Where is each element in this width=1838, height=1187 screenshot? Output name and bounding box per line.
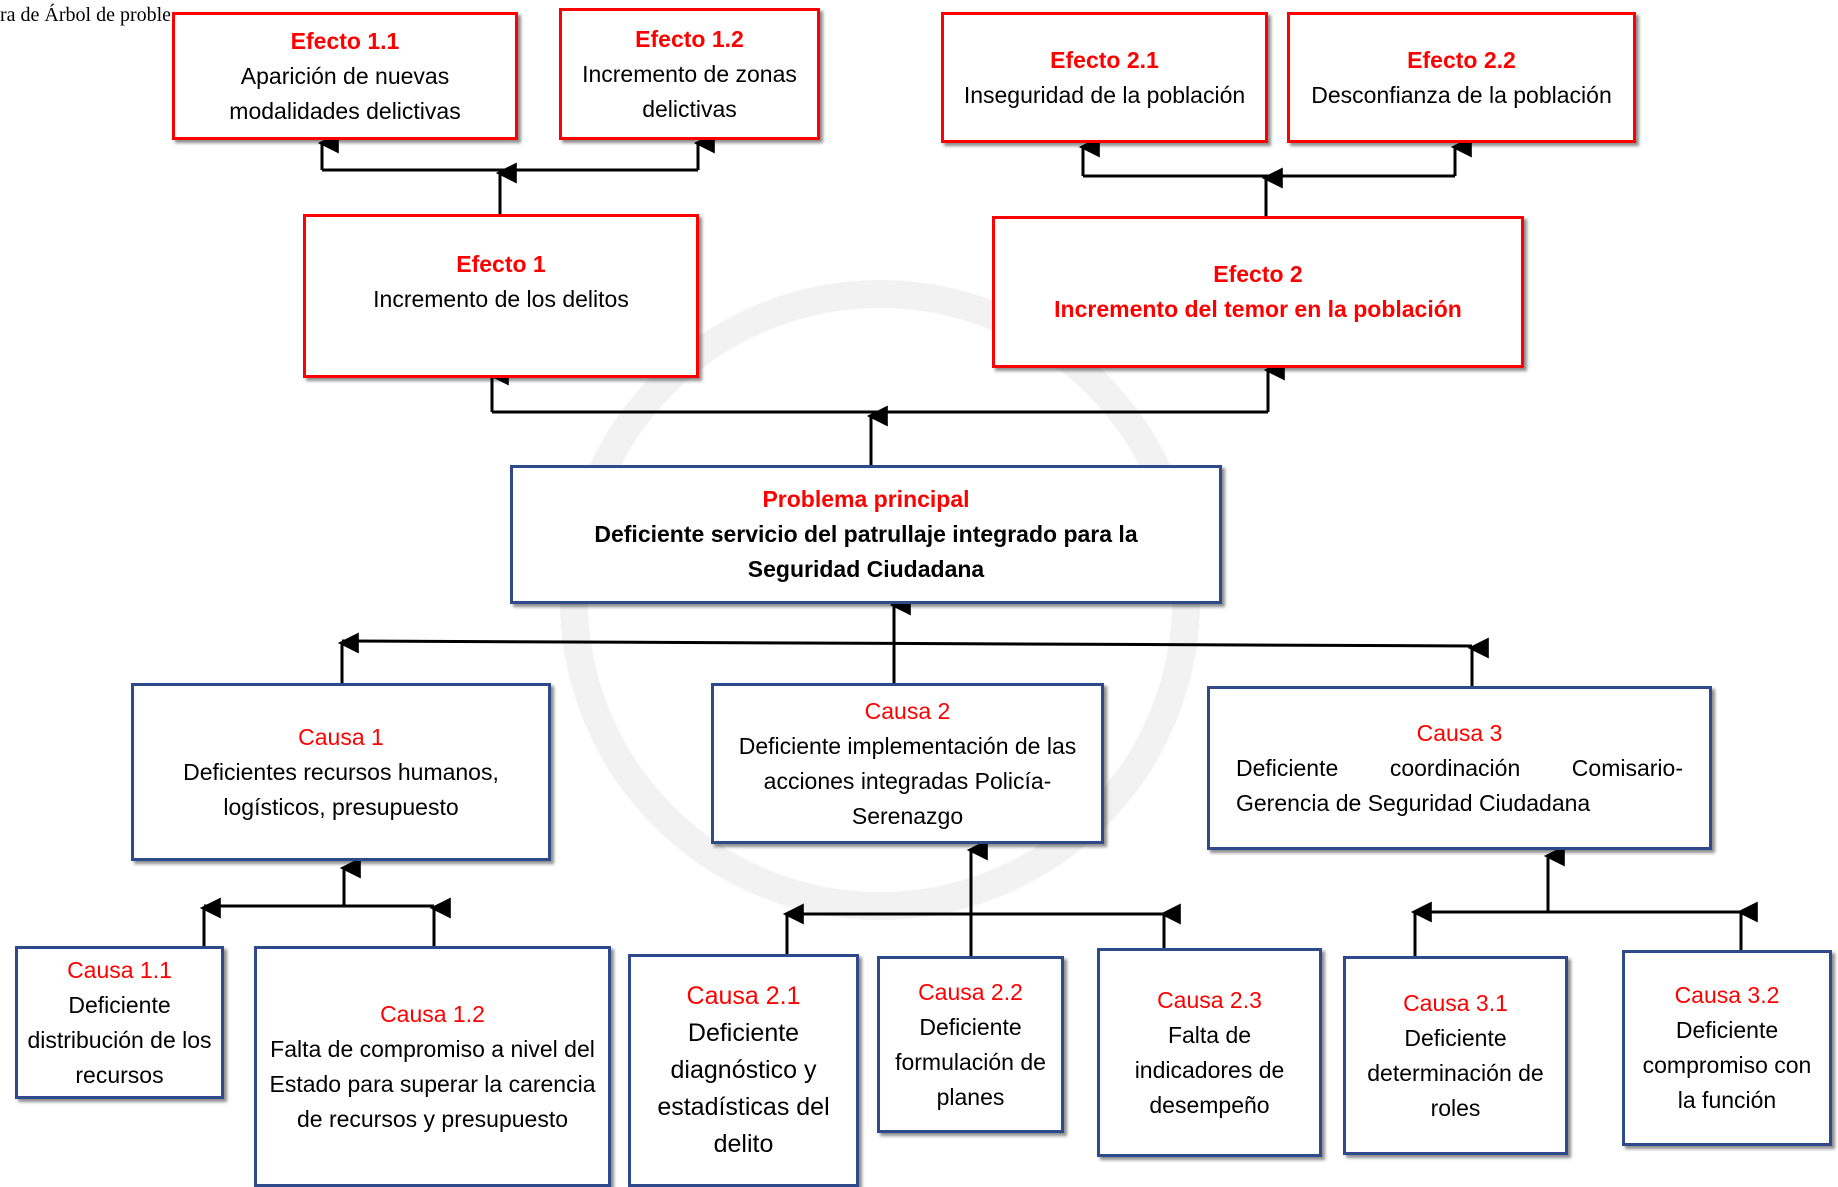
cause-1-2-box: Causa 1.2 Falta de compromiso a nivel de… [254, 946, 611, 1187]
cause-2-2-box: Causa 2.2 Deficiente formulación de plan… [877, 956, 1064, 1133]
effect-1-2-text: Incremento de zonas delictivas [582, 60, 797, 122]
effect-2-2-text: Desconfianza de la población [1311, 81, 1612, 108]
cause-3-title: Causa 3 [1416, 719, 1503, 746]
effect-1-1-box: Efecto 1.1 Aparición de nuevas modalidad… [172, 12, 518, 140]
effect-2-1-text: Inseguridad de la población [963, 81, 1246, 108]
effect-2-2-title: Efecto 2.2 [1407, 46, 1516, 73]
cause-1-box: Causa 1 Deficientes recursos humanos, lo… [131, 683, 551, 861]
effect-1-2-box: Efecto 1.2 Incremento de zonas delictiva… [559, 8, 820, 140]
cause-2-2-text: Deficiente formulación de planes [895, 1013, 1046, 1110]
cause-1-1-box: Causa 1.1 Deficiente distribución de los… [15, 946, 224, 1099]
cause-3-text: Deficiente coordinación Comisario-Gerenc… [1236, 754, 1683, 816]
effect-1-1-title: Efecto 1.1 [290, 27, 400, 54]
effect-2-1-title: Efecto 2.1 [1050, 46, 1159, 73]
effect-2-2-box: Efecto 2.2 Desconfianza de la población [1287, 12, 1636, 143]
main-problem-text: Deficiente servicio del patrullaje integ… [594, 521, 1138, 582]
cause-3-1-title: Causa 3.1 [1403, 989, 1508, 1016]
effect-1-box: Efecto 1 Incremento de los delitos [303, 214, 699, 378]
cause-2-3-title: Causa 2.3 [1157, 986, 1262, 1013]
cause-2-box: Causa 2 Deficiente implementación de las… [711, 683, 1104, 844]
figure-caption: ra de Árbol de problemas [0, 4, 170, 26]
cause-1-title: Causa 1 [298, 723, 384, 750]
cause-1-1-title: Causa 1.1 [67, 956, 172, 983]
effect-2-text: Incremento del temor en la población [1054, 296, 1462, 322]
cause-2-3-text: Falta de indicadores de desempeño [1134, 1021, 1285, 1118]
cause-2-1-title: Causa 2.1 [686, 982, 801, 1010]
cause-1-2-text: Falta de compromiso a nivel del Estado p… [269, 1035, 596, 1132]
effect-1-1-text: Aparición de nuevas modalidades delictiv… [229, 62, 461, 124]
effect-2-box: Efecto 2 Incremento del temor en la pobl… [992, 216, 1524, 368]
effect-1-text: Incremento de los delitos [373, 286, 629, 312]
effect-1-2-title: Efecto 1.2 [635, 25, 744, 52]
main-problem-title: Problema principal [762, 486, 970, 512]
effect-2-title: Efecto 2 [1213, 261, 1303, 287]
cause-3-2-title: Causa 3.2 [1674, 982, 1780, 1008]
cause-1-2-title: Causa 1.2 [380, 1000, 485, 1027]
cause-3-2-text: Deficiente compromiso con la función [1642, 1017, 1812, 1113]
cause-3-1-box: Causa 3.1 Deficiente determinación de ro… [1343, 956, 1568, 1155]
cause-3-2-box: Causa 3.2 Deficiente compromiso con la f… [1622, 950, 1832, 1146]
cause-2-3-box: Causa 2.3 Falta de indicadores de desemp… [1097, 948, 1322, 1157]
main-problem-box: Problema principal Deficiente servicio d… [510, 465, 1222, 604]
cause-3-box: Causa 3 Deficiente coordinación Comisari… [1207, 686, 1712, 850]
effect-1-title: Efecto 1 [456, 251, 546, 277]
effect-2-1-box: Efecto 2.1 Inseguridad de la población [941, 12, 1268, 143]
cause-2-text: Deficiente implementación de las accione… [738, 732, 1077, 829]
cause-2-title: Causa 2 [864, 697, 951, 724]
cause-2-1-box: Causa 2.1 Deficiente diagnóstico y estad… [628, 954, 859, 1187]
cause-1-1-text: Deficiente distribución de los recursos [27, 991, 212, 1088]
cause-3-1-text: Deficiente determinación de roles [1367, 1024, 1544, 1121]
cause-1-text: Deficientes recursos humanos, logísticos… [183, 758, 499, 820]
cause-2-1-text: Deficiente diagnóstico y estadísticas de… [657, 1019, 830, 1158]
cause-2-2-title: Causa 2.2 [918, 978, 1023, 1005]
